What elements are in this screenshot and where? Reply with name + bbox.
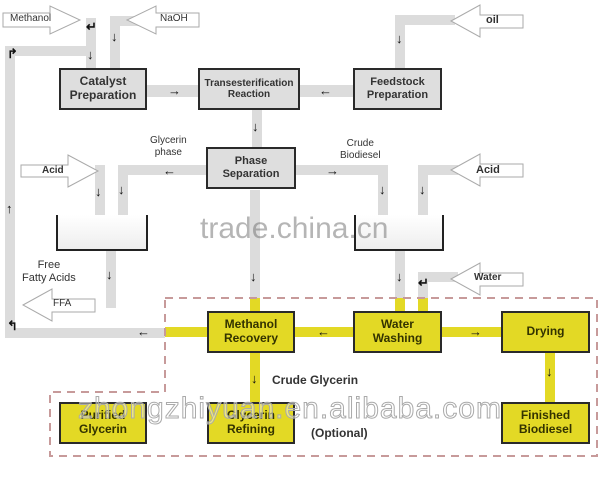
arrow-down-icon: ↓ <box>250 269 257 284</box>
recycle-pipe-vertical <box>5 46 15 338</box>
arrow-down-icon: ↓ <box>546 364 553 379</box>
acid-right-feed-pipe <box>418 165 428 225</box>
optional-label: (Optional) <box>311 426 368 440</box>
finished-biodiesel-box[interactable]: Finished Biodiesel <box>501 402 590 444</box>
arrow-left-icon: ← <box>319 83 332 98</box>
water-input-arrow <box>450 262 524 296</box>
phase-separation-box[interactable]: Phase Separation <box>206 147 296 189</box>
arrow-right-icon: → <box>469 324 482 339</box>
water-feed-pipe-top <box>418 272 458 282</box>
methanol-feed-pipe <box>86 18 96 68</box>
yellow-pipe-into-washing-1 <box>395 298 405 312</box>
crude-biodiesel-pipe-down <box>378 165 388 225</box>
purified-glycerin-box[interactable]: Purified Glycerin <box>59 402 147 444</box>
arrow-up-icon: ↑ <box>6 201 13 216</box>
arrow-down-icon: ↓ <box>252 119 259 134</box>
methanol-recovery-box[interactable]: Methanol Recovery <box>207 311 295 353</box>
acid-right-input-label: Acid <box>476 164 500 176</box>
oil-input-label: oil <box>486 14 499 26</box>
catalyst-preparation-box[interactable]: Catalyst Preparation <box>59 68 147 110</box>
yellow-pipe-washing-to-drying <box>440 327 502 337</box>
yellow-pipe-washing-to-methanol <box>292 327 354 337</box>
watermark-bottom: zhongzhiyuan.en.alibaba.com <box>78 392 502 426</box>
yellow-pipe-methanol-to-refining <box>250 350 260 402</box>
esterified-to-washing-pipe <box>395 250 405 298</box>
reaction-to-phase-pipe <box>252 110 262 148</box>
glycerin-phase-pipe-down <box>118 165 128 225</box>
acid-left-feed-pipe <box>95 165 105 225</box>
arrow-right-icon: → <box>168 83 181 98</box>
watermark-center: trade.china.cn <box>200 212 389 245</box>
ffa-output-label: FFA <box>53 298 72 309</box>
feedstock-preparation-box[interactable]: Feedstock Preparation <box>353 68 442 110</box>
right-esterification-tank <box>354 215 444 251</box>
arrow-down-icon: ↓ <box>118 182 125 197</box>
ffa-out-pipe <box>106 250 116 308</box>
naoh-feed-pipe <box>110 16 120 68</box>
feedstock-to-reaction-pipe <box>300 85 355 97</box>
yellow-pipe-into-washing-2 <box>418 298 428 312</box>
arrow-corner-right-icon: ↱ <box>7 46 18 61</box>
naoh-input-arrow <box>126 5 200 35</box>
recycle-pipe-top <box>5 46 93 56</box>
arrow-down-icon: ↓ <box>419 182 426 197</box>
glycerin-phase-pipe <box>118 165 208 175</box>
arrow-down-icon: ↓ <box>111 29 118 44</box>
water-washing-box[interactable]: Water Washing <box>353 311 442 353</box>
crude-biodiesel-label: Crude Biodiesel <box>340 138 381 161</box>
free-fatty-acids-label: Free Fatty Acids <box>22 259 76 285</box>
acid-left-input-arrow <box>20 154 100 188</box>
oil-feed-pipe <box>395 15 405 69</box>
drying-box[interactable]: Drying <box>501 311 590 353</box>
arrow-down-icon: ↓ <box>251 371 258 386</box>
glycerin-refining-box[interactable]: Glycerin Refining <box>207 402 295 444</box>
yellow-pipe-into-methanol <box>250 298 260 312</box>
ffa-output-arrow <box>22 288 96 322</box>
arrow-corner-down-icon: ↵ <box>418 275 429 290</box>
recycle-pipe-bottom <box>5 328 165 338</box>
glycerin-phase-label: Glycerin phase <box>150 135 187 158</box>
oil-input-arrow <box>450 4 524 38</box>
yellow-pipe-drying-to-finished <box>545 350 555 402</box>
arrow-down-icon: ↓ <box>396 31 403 46</box>
arrow-down-icon: ↓ <box>379 182 386 197</box>
arrow-left-icon: ← <box>163 163 176 178</box>
acid-right-feed-pipe-top <box>418 165 458 175</box>
arrow-left-icon: ← <box>137 324 150 339</box>
arrow-down-icon: ↓ <box>396 269 403 284</box>
arrow-down-icon: ↵ <box>86 19 97 34</box>
methanol-input-arrow <box>2 5 82 35</box>
water-feed-pipe <box>418 272 428 298</box>
crude-biodiesel-pipe <box>296 165 388 175</box>
naoh-input-label: NaOH <box>160 13 188 24</box>
acid-right-input-arrow <box>450 153 524 187</box>
arrow-down-icon: ↓ <box>106 267 113 282</box>
phase-to-methanol-pipe <box>250 190 260 298</box>
arrow-down-icon: ↓ <box>87 47 94 62</box>
methanol-input-label: Methanol <box>10 13 52 24</box>
acid-left-input-label: Acid <box>42 165 64 176</box>
left-acid-mixing-tank <box>56 215 148 251</box>
transesterification-reaction-box[interactable]: Transesterification Reaction <box>198 68 300 110</box>
arrow-corner-up-icon: ↰ <box>7 318 18 333</box>
arrow-left-icon: ← <box>317 324 330 339</box>
oil-feed-pipe-top <box>395 15 455 25</box>
arrow-down-icon: ↓ <box>95 184 102 199</box>
catalyst-to-reaction-pipe <box>145 85 200 97</box>
yellow-pipe-methanol-left <box>165 327 207 337</box>
water-input-label: Water <box>474 272 502 283</box>
arrow-right-icon: → <box>326 163 339 178</box>
crude-glycerin-label: Crude Glycerin <box>272 373 359 387</box>
